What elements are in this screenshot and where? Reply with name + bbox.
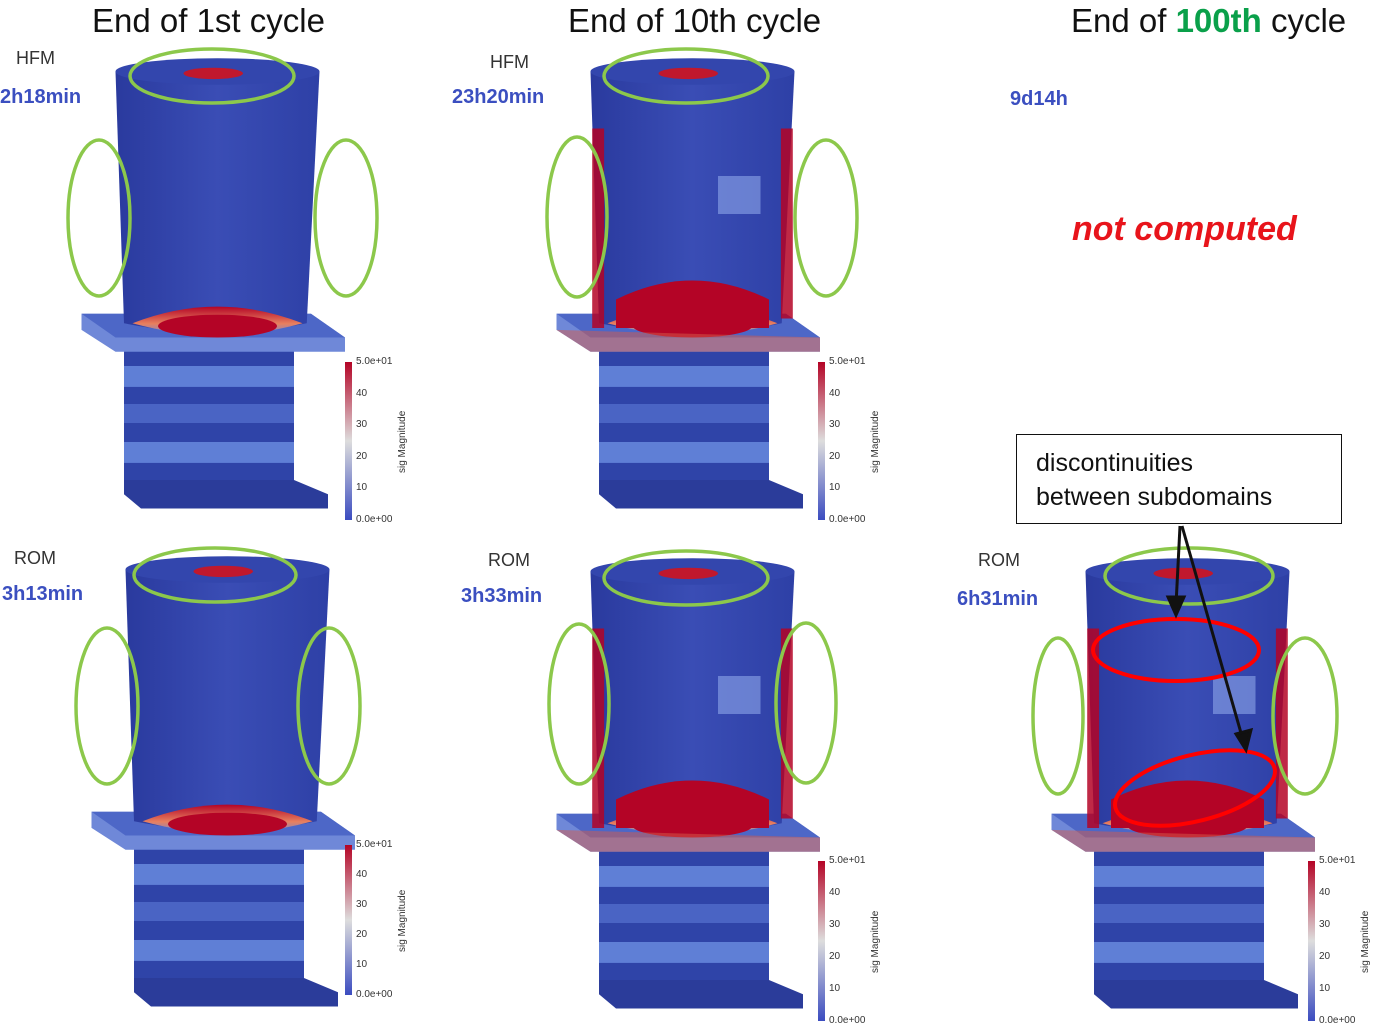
colorbar-tick-label: 0.0e+00: [1319, 1015, 1356, 1026]
colorbar-tick-label: 30: [829, 919, 841, 930]
timing-rom-1: 3h13min: [2, 583, 84, 605]
colorbar-tick-label: 40: [829, 887, 841, 898]
colorbar-tick-label: 0.0e+00: [829, 1015, 866, 1026]
colorbar-tick-label: 0.0e+00: [356, 989, 393, 1000]
column-title-3: End of 100th cycle: [1071, 2, 1347, 39]
colorbar-tick-label: 20: [829, 450, 841, 462]
callout-arrows: [1165, 525, 1254, 754]
timing-rom-2: 3h33min: [461, 585, 543, 607]
colorbar-tick-label: 30: [1319, 919, 1331, 930]
rom-label-1: ROM: [14, 548, 56, 568]
hfm-cycle10-blade: [557, 58, 821, 508]
colorbar-title: sig Magnitude: [397, 889, 408, 952]
rom-cycle10-blade: [557, 558, 821, 1008]
colorbar-tick-label: 30: [356, 899, 368, 910]
colorbar-title: sig Magnitude: [397, 410, 408, 473]
colorbar-hfm-2: [818, 362, 825, 520]
colorbar-title: sig Magnitude: [1360, 910, 1371, 973]
rom-label-3: ROM: [978, 550, 1020, 570]
colorbar-title: sig Magnitude: [870, 910, 881, 973]
colorbar-tick-label: 40: [1319, 887, 1331, 898]
colorbar-tick-label: 20: [356, 929, 368, 940]
colorbar-tick-label: 10: [356, 482, 368, 494]
colorbar-tick-label: 30: [356, 419, 368, 431]
hfm-label-2: HFM: [490, 52, 529, 72]
colorbar-tick-label: 0.0e+00: [356, 514, 393, 525]
column-title-2: End of 10th cycle: [568, 2, 822, 39]
rom-label-2: ROM: [488, 550, 530, 570]
green-highlights: [66, 47, 1339, 796]
timing-hfm-2: 23h20min: [452, 86, 545, 108]
colorbar-tick-label: 10: [829, 482, 841, 494]
timing-hfm-1: 2h18min: [0, 86, 82, 108]
red-discontinuity-highlights: [1091, 617, 1277, 828]
column-title-1: End of 1st cycle: [92, 2, 325, 39]
rom-cycle1-blade: [91, 556, 355, 1007]
colorbar-tick-label: 40: [356, 869, 368, 880]
colorbar-rom-3: [1308, 861, 1315, 1021]
not-computed-label: not computed: [1072, 210, 1297, 248]
rom-cycle100-blade: [1052, 558, 1316, 1008]
colorbar-tick-label: 10: [356, 959, 368, 970]
colorbar-tick-label: 40: [829, 387, 841, 399]
colorbar-hfm-1: [345, 362, 352, 520]
colorbar-tick-label: 40: [356, 387, 368, 399]
discontinuities-callout: discontinuities between subdomains: [1016, 434, 1342, 524]
colorbar-title: sig Magnitude: [870, 410, 881, 473]
colorbar-tick-label: 5.0e+01: [1319, 855, 1356, 866]
colorbar-tick-label: 10: [829, 983, 841, 994]
colorbar-tick-label: 5.0e+01: [356, 839, 393, 850]
hfm-label-1: HFM: [16, 48, 55, 68]
colorbar-tick-label: 20: [829, 951, 841, 962]
callout-line-2: between subdomains: [1036, 483, 1273, 511]
colorbar-tick-label: 5.0e+01: [829, 855, 866, 866]
colorbar-tick-label: 5.0e+01: [356, 356, 393, 367]
colorbar-tick-label: 20: [356, 450, 368, 462]
colorbar-rom-1: [345, 845, 352, 995]
callout-line-1: discontinuities: [1036, 449, 1194, 477]
colorbar-tick-label: 5.0e+01: [829, 356, 866, 367]
hfm-cycle1-blade: [81, 58, 345, 509]
timing-rom-3: 6h31min: [957, 588, 1039, 610]
colorbar-tick-label: 30: [829, 419, 841, 431]
timing-hfm-3: 9d14h: [1010, 88, 1068, 110]
colorbar-rom-2: [818, 861, 825, 1021]
colorbar-tick-label: 20: [1319, 951, 1331, 962]
colorbar-tick-label: 0.0e+00: [829, 514, 866, 525]
colorbar-tick-label: 10: [1319, 983, 1331, 994]
